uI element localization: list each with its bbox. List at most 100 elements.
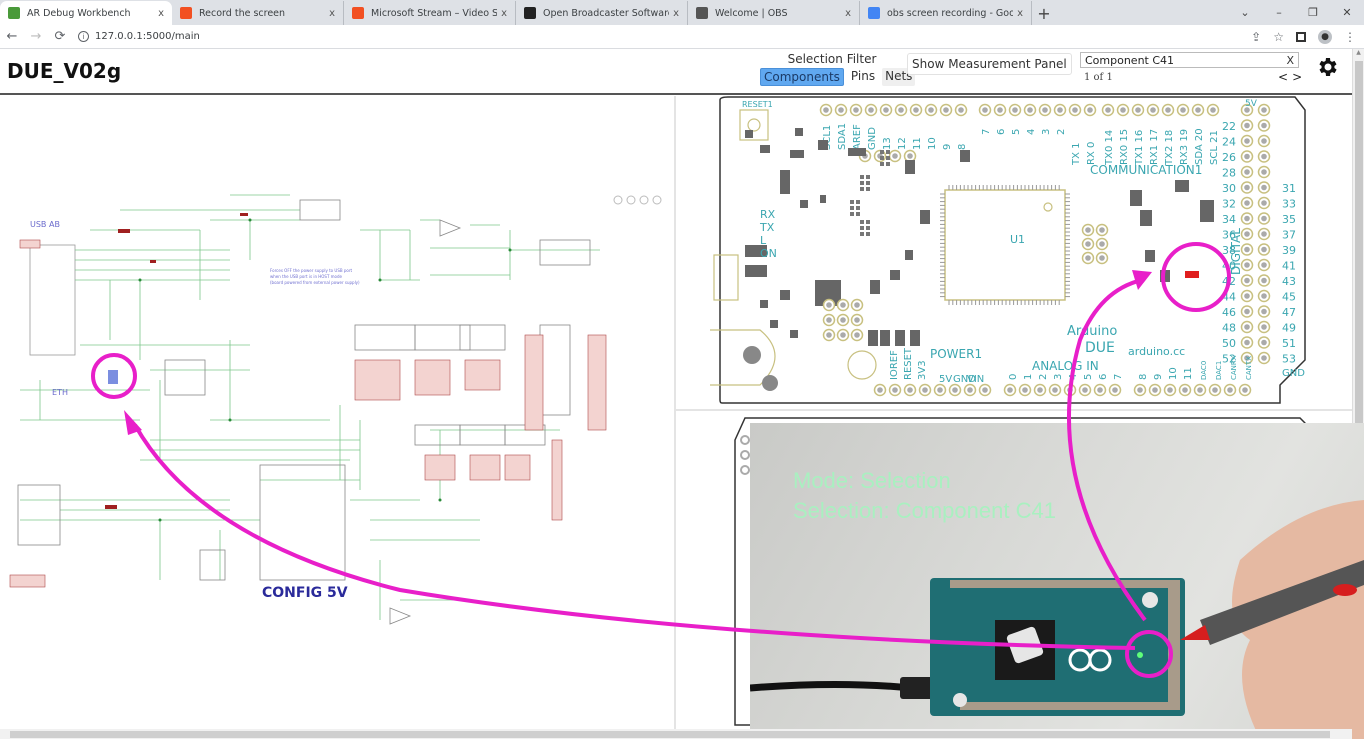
pin-hole: [892, 387, 898, 393]
pcb-analog-pin-label: 8: [1138, 374, 1149, 380]
smd-pad: [866, 220, 870, 224]
schematic-view[interactable]: USB AB ETH CONFIG 5V Forces OFF the powe…: [0, 96, 674, 729]
pin-hole: [1244, 200, 1250, 206]
search-result-count: 1 of 1: [1084, 72, 1113, 83]
restore-button[interactable]: ❐: [1308, 6, 1318, 19]
close-tab-icon[interactable]: x: [673, 7, 679, 19]
smd-part: [818, 140, 828, 150]
filter-pins-button[interactable]: Pins: [850, 69, 876, 83]
pin-hole: [1261, 355, 1267, 361]
smd-pad: [886, 156, 890, 160]
horizontal-splitter[interactable]: [676, 409, 1352, 411]
pin-hole: [1244, 324, 1250, 330]
next-result-button[interactable]: >: [1292, 70, 1307, 84]
vertical-splitter[interactable]: [674, 96, 676, 729]
pin-hole: [907, 387, 913, 393]
close-tab-icon[interactable]: x: [501, 7, 507, 19]
search-field[interactable]: X: [1080, 52, 1299, 68]
smd-part: [780, 290, 790, 300]
pin-hole: [823, 107, 829, 113]
previous-result-button[interactable]: <: [1278, 70, 1293, 84]
tab-search-icon[interactable]: ⌄: [1240, 6, 1250, 19]
horizontal-scrollbar[interactable]: [0, 729, 1352, 739]
reload-icon[interactable]: ⟳: [54, 29, 66, 44]
clear-search-button[interactable]: X: [1286, 53, 1294, 67]
pin-hole: [1012, 107, 1018, 113]
browser-tab[interactable]: Microsoft Stream – Video Stream x: [344, 1, 516, 25]
search-navigation: <>: [1278, 70, 1306, 84]
pcb-chip-label: U1: [1010, 233, 1025, 246]
pin-hole: [1244, 339, 1250, 346]
pcb-analog-pin-label: 1: [1023, 374, 1034, 380]
pin-hole: [1197, 387, 1203, 393]
profile-avatar[interactable]: ●: [1318, 30, 1332, 44]
pin-hole: [1261, 200, 1267, 206]
smd-part: [880, 330, 890, 346]
smd-part: [1160, 270, 1170, 282]
capacitor-outline: [847, 350, 877, 380]
close-window-button[interactable]: ✕: [1342, 6, 1352, 19]
smd-pad: [860, 232, 864, 236]
pcb-analog-pin-label: 11: [1183, 367, 1194, 380]
pcb-digital-pin-label: 41: [1282, 260, 1296, 273]
close-tab-icon[interactable]: x: [329, 7, 335, 19]
browser-tab[interactable]: obs screen recording - Google S x: [860, 1, 1032, 25]
filter-components-button[interactable]: Components: [760, 68, 844, 86]
gear-icon[interactable]: [1316, 55, 1340, 79]
smd-part: [1145, 250, 1155, 262]
smd-pad: [866, 232, 870, 236]
minimize-button[interactable]: –: [1276, 6, 1282, 19]
schematic-usb-label: USB AB: [30, 220, 60, 229]
mcu-chip: [944, 189, 1066, 301]
browser-tab[interactable]: Open Broadcaster Software | OBS x: [516, 1, 688, 25]
smd-pad: [860, 220, 864, 224]
pin-hole: [967, 387, 973, 393]
side-panel-icon[interactable]: [1296, 32, 1306, 42]
pin-hole: [883, 107, 889, 113]
bookmark-star-icon[interactable]: ☆: [1273, 30, 1284, 44]
forward-icon[interactable]: →: [30, 29, 42, 44]
pin-hole: [1137, 387, 1143, 393]
back-icon[interactable]: ←: [6, 29, 18, 44]
pcb-pin-label: 11: [912, 137, 923, 150]
smd-part: [905, 250, 913, 260]
pin-hole: [1227, 387, 1233, 393]
pin-hole: [1261, 262, 1267, 268]
pin-hole: [877, 387, 883, 393]
address-bar[interactable]: i 127.0.0.1:5000/main: [78, 31, 200, 42]
pin-hole: [1097, 387, 1103, 393]
pcb-power-pin-label: 3V3: [917, 360, 928, 380]
browser-tab[interactable]: Record the screen x: [172, 1, 344, 25]
svg-text:Forces OFF the power supply to: Forces OFF the power supply to USB port: [270, 268, 353, 273]
pin-hole: [1244, 215, 1250, 222]
url-text[interactable]: 127.0.0.1:5000/main: [95, 31, 200, 42]
new-tab-button[interactable]: +: [1037, 3, 1051, 23]
pin-hole: [1244, 231, 1250, 237]
pcb-analog-label: ANALOG IN: [1032, 359, 1099, 373]
pin-hole: [1167, 387, 1173, 393]
pin-hole: [854, 332, 860, 338]
pin-hole: [1105, 107, 1111, 113]
pin-hole: [1182, 387, 1188, 393]
pcb-pin-label: SCL 21: [1209, 130, 1220, 165]
show-measurement-panel-button[interactable]: Show Measurement Panel: [907, 53, 1072, 75]
pin-hole: [826, 302, 832, 308]
page-title: DUE_V02g: [7, 59, 122, 83]
smd-pad: [850, 200, 854, 204]
close-tab-icon[interactable]: x: [845, 7, 851, 19]
pin-hole: [1242, 387, 1248, 393]
search-input[interactable]: [1085, 53, 1287, 67]
pin-hole: [1052, 387, 1058, 393]
browser-tab[interactable]: Welcome | OBS x: [688, 1, 860, 25]
pcb-digital-pin-label: 44: [1222, 291, 1236, 304]
browser-tab[interactable]: AR Debug Workbench x: [0, 1, 172, 25]
close-tab-icon[interactable]: x: [158, 7, 164, 19]
pcb-led-label: ON: [760, 247, 777, 260]
share-icon[interactable]: ⇪: [1251, 30, 1262, 44]
pin-hole: [1210, 107, 1216, 113]
close-tab-icon[interactable]: x: [1017, 7, 1023, 19]
site-info-icon[interactable]: i: [78, 31, 89, 42]
smd-part: [848, 148, 866, 156]
menu-kebab-icon[interactable]: ⋮: [1344, 30, 1356, 44]
